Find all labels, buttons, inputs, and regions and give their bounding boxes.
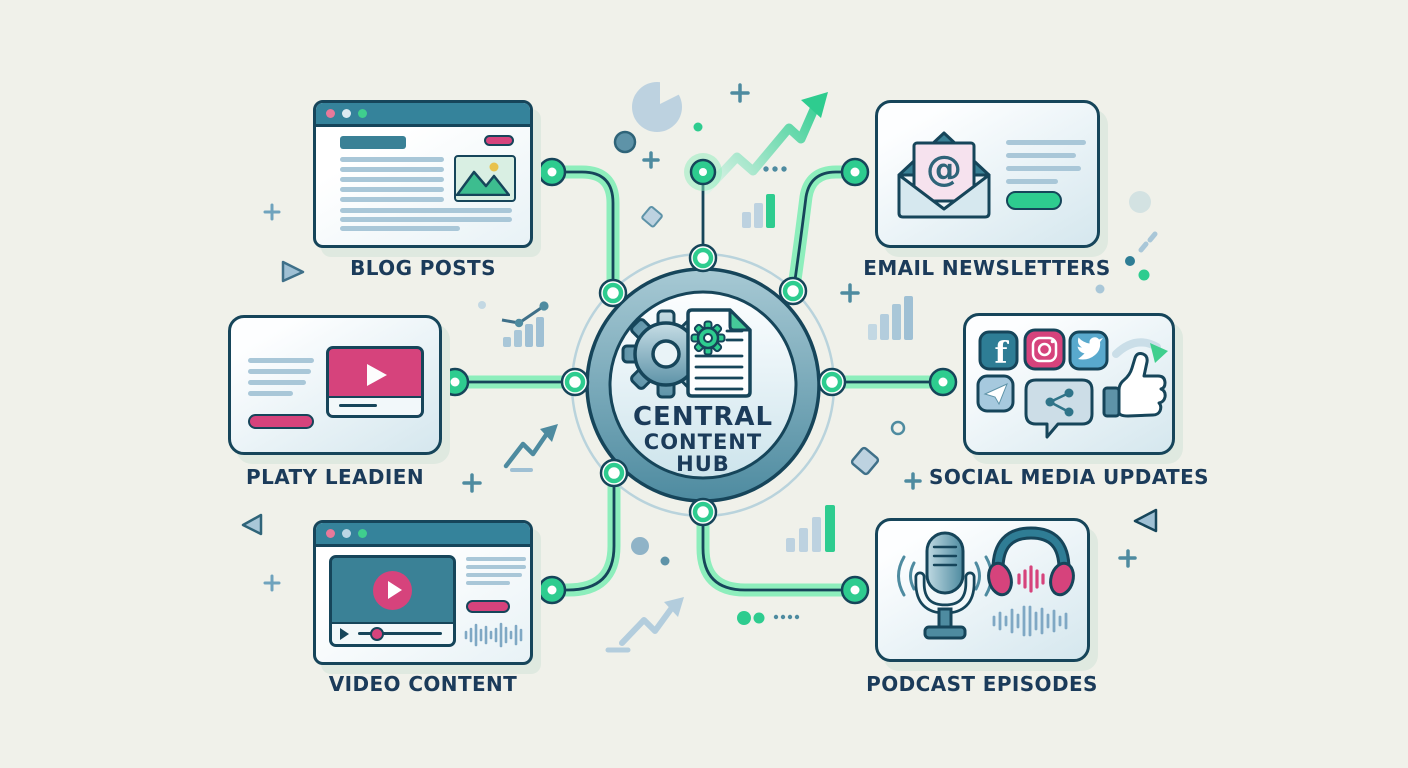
waveform-icon (464, 622, 523, 648)
email-newsletters-label: EMAIL NEWSLETTERS (863, 256, 1111, 280)
green-node (689, 158, 717, 186)
zigzag-arrow-icon (503, 424, 558, 472)
hub-title-line2: CONTENT (643, 430, 763, 454)
circle-outline-decor (890, 420, 906, 436)
video-lead-label: PLATY LEADIEN (246, 465, 424, 489)
diamond-decor (850, 446, 880, 476)
microphone-icon (897, 531, 993, 640)
video-content-label: VIDEO CONTENT (328, 672, 518, 696)
video-lead-card (228, 315, 442, 455)
heading-block (340, 136, 406, 149)
decor-bottom-middle (605, 505, 835, 653)
browser-titlebar (316, 103, 530, 127)
triangle-decor (281, 260, 305, 283)
blog-posts-card (313, 100, 533, 248)
social-media-label: SOCIAL MEDIA UPDATES (929, 465, 1209, 489)
tiny-dots-decor (773, 614, 800, 620)
teal-dot-decor (613, 130, 637, 154)
bar-chart-icon (786, 505, 835, 552)
hub-node (560, 243, 847, 527)
waveform-icon (992, 605, 1068, 637)
facebook-icon: f (978, 330, 1019, 371)
cta-button (248, 414, 314, 429)
svg-text:f: f (995, 336, 1010, 371)
teal-dot-decor (1125, 256, 1135, 266)
decor-left (241, 203, 558, 592)
central-hub (570, 252, 836, 518)
tag-pill (466, 600, 510, 613)
bar-chart-icon (868, 296, 913, 340)
play-icon (340, 628, 349, 640)
connector-nodes (440, 153, 958, 605)
mini-bar-chart-icon (742, 194, 775, 228)
article-image-icon (454, 155, 516, 202)
telegram-icon (976, 374, 1015, 413)
window-dot-icon (326, 108, 335, 118)
blue-dot-decor (631, 537, 649, 555)
connector-blog-hub (545, 165, 620, 295)
refresh-arrow-icon (1112, 338, 1168, 363)
decor-right (840, 191, 1158, 568)
connector-video-hub (545, 471, 621, 597)
plus-icon (462, 473, 482, 493)
plus-icon (642, 83, 750, 169)
sun-icon (489, 162, 499, 172)
progress-bar (358, 632, 442, 635)
small-dot-decor (660, 556, 670, 566)
social-media-card: f (963, 313, 1175, 455)
at-symbol: @ (926, 149, 962, 190)
gear-document-icon (621, 308, 752, 399)
decor-top-middle (613, 74, 828, 228)
progress-handle (370, 627, 384, 641)
diamond-decor (641, 205, 663, 228)
headphones-icon (987, 526, 1075, 597)
triangle-decor (1133, 508, 1158, 533)
line-bar-chart-icon (501, 301, 549, 347)
podcast-episodes-card (875, 518, 1090, 662)
green-node (440, 157, 958, 605)
window-dot-icon (342, 108, 351, 118)
envelope-icon: @ (897, 131, 991, 219)
triangle-decor (241, 513, 263, 536)
play-icon (367, 364, 387, 386)
green-dot-decor (1138, 269, 1150, 281)
video-content-card (313, 520, 533, 665)
small-dot-decor (1095, 284, 1105, 294)
pale-circle-decor (1129, 191, 1151, 213)
thumbs-up-icon (1102, 352, 1167, 418)
window-dot-icon (358, 528, 367, 538)
play-button-icon (373, 570, 412, 610)
small-dot-decor (478, 301, 486, 309)
twitter-icon (1068, 330, 1109, 371)
hub-title: CENTRAL CONTENT HUB (632, 402, 774, 476)
window-dot-icon (358, 108, 367, 118)
browser-titlebar (316, 523, 530, 547)
plus-icon (263, 203, 281, 592)
window-dot-icon (342, 528, 351, 538)
dots-decor (763, 166, 787, 172)
instagram-icon (1023, 328, 1066, 371)
connectors (448, 165, 950, 597)
email-newsletters-card: @ (875, 100, 1100, 248)
green-dot-decor (693, 122, 703, 132)
plus-icon (840, 283, 1137, 568)
blog-posts-label: BLOG POSTS (350, 256, 496, 280)
player-controls (332, 622, 453, 644)
green-dots-decor (737, 611, 765, 625)
inline-video-player (326, 346, 424, 418)
tag-pill (484, 135, 514, 146)
podcast-episodes-label: PODCAST EPISODES (866, 672, 1098, 696)
share-bubble-icon (1024, 378, 1094, 439)
slash-decor (1138, 231, 1158, 253)
growth-arrow-icon (701, 102, 820, 195)
window-dot-icon (326, 528, 335, 538)
faded-arrow-icon (605, 597, 684, 653)
video-player (329, 555, 456, 647)
hub-title-line3: HUB (676, 452, 730, 476)
mountains-icon (456, 170, 511, 197)
hub-title-line1: CENTRAL (632, 402, 774, 432)
pink-waveform-icon (1017, 565, 1045, 593)
cta-button (1006, 191, 1062, 210)
